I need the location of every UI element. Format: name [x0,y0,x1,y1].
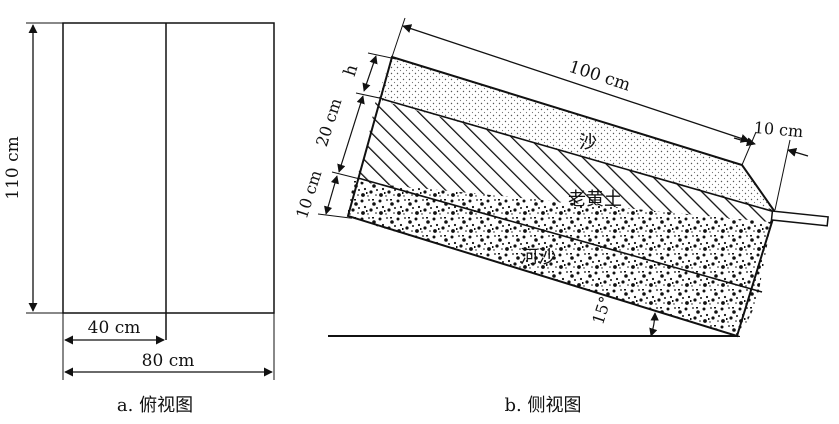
angle-arc [649,312,659,337]
outlet-pipe [770,210,829,227]
height-dimension-label: 110 cm [3,136,23,200]
length-extension-left [391,17,406,58]
thickness-tick-top [367,52,397,60]
sand-layer-label: 沙 [579,132,597,153]
soil-profile-outline [346,55,777,338]
angle-label: 15° [588,294,615,327]
half-width-dimension-label: 40 cm [88,318,141,338]
side-view: 15° 沙 老黄土 河沙 100 cm 10 cm h [292,17,829,416]
thickness-tick-h [355,92,385,100]
overhang-extension-right [774,139,791,211]
sand-thickness-dimension-label: 20 cm [312,96,345,149]
top-view: 110 cm 40 cm 80 cm a. 俯视图 [3,22,275,416]
river-sand-layer-label: 河沙 [520,247,556,268]
length-dimension-arrow [402,24,750,143]
loess-riversand-interface [357,177,763,293]
thickness-tick-sand [331,171,361,180]
h-dimension-arrow [362,55,378,92]
length-extension-right [741,131,757,166]
top-view-rectangle [62,22,275,314]
loess-layer-label: 老黄土 [568,189,622,210]
overhang-dimension-arrow-right [787,147,809,157]
loess-thickness-dimension-arrow [324,175,339,215]
h-dimension-label: h [340,62,362,79]
length-dimension-label: 100 cm [566,57,633,96]
sand-thickness-dimension-arrow [337,95,365,173]
side-view-caption: b. 侧视图 [505,395,582,416]
loess-thickness-dimension-label: 10 cm [292,168,325,221]
width-dimension-label: 80 cm [142,351,195,371]
top-view-caption: a. 俯视图 [117,395,193,416]
overhang-dimension-arrow-left [733,137,756,147]
thickness-tick-loess [317,213,351,219]
overhang-dimension-label: 10 cm [753,118,804,141]
